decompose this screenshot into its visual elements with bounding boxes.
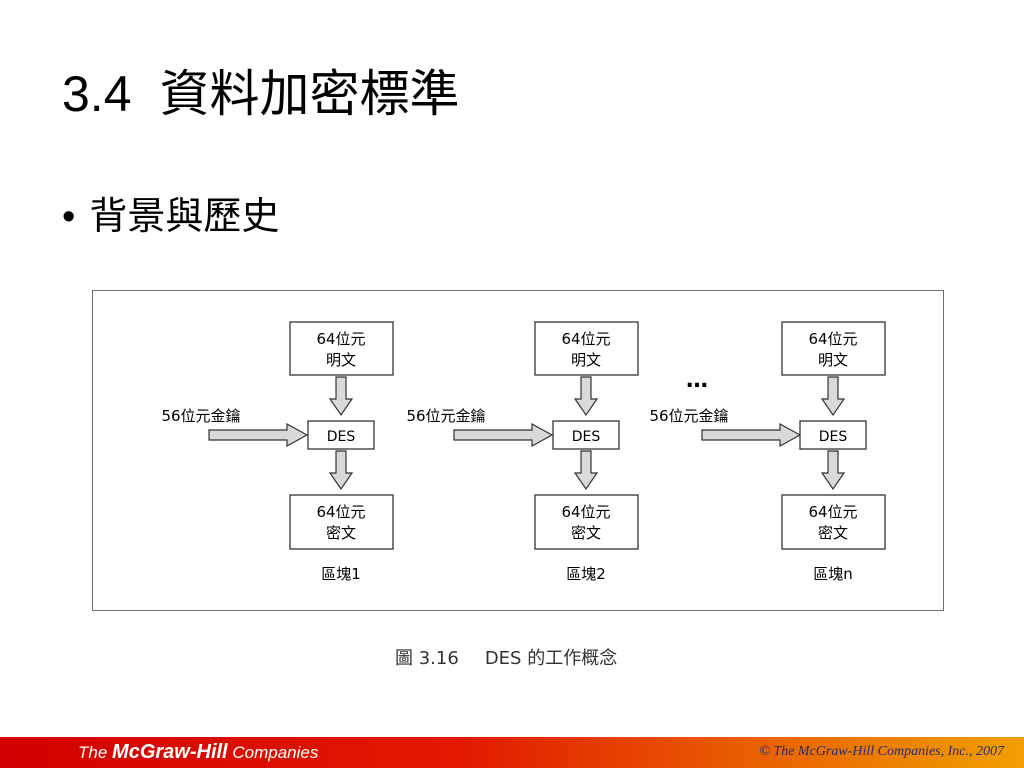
plaintext-line1: 64位元 (808, 330, 857, 348)
down-arrow (329, 376, 353, 416)
down-arrow (821, 376, 845, 416)
key-label: 56位元金鑰 (161, 407, 240, 425)
down-arrow (821, 450, 845, 490)
down-arrow (574, 376, 598, 416)
ciphertext-box (534, 494, 639, 550)
ciphertext-box (781, 494, 886, 550)
des-label: DES (327, 429, 356, 445)
section-number: 3.4 (62, 66, 132, 122)
right-arrow (208, 423, 308, 447)
ciphertext-line2: 密文 (818, 524, 848, 542)
block-label: 區塊2 (566, 565, 606, 583)
ciphertext-line2: 密文 (326, 524, 356, 542)
block-2: 64位元 明文 56位元金鑰 DES 64位元 密文 區塊2 (406, 321, 639, 583)
block-label: 區塊1 (321, 565, 361, 583)
des-box (552, 420, 620, 450)
plaintext-line1: 64位元 (561, 330, 610, 348)
brand-name: McGraw-Hill (112, 741, 228, 763)
slide-title: 3.4 資料加密標準 (62, 58, 460, 130)
caption-text: DES 的工作概念 (484, 648, 618, 669)
down-arrow (574, 450, 598, 490)
caption-number: 圖 3.16 (395, 648, 459, 669)
block-1: 64位元 明文 56位元金鑰 DES 64位元 密文 區塊1 (161, 321, 394, 583)
key-label: 56位元金鑰 (649, 407, 728, 425)
footer-bar: The McGraw-Hill Companies © The McGraw-H… (0, 737, 1024, 768)
ciphertext-line1: 64位元 (316, 503, 365, 521)
block-n: 64位元 明文 56位元金鑰 DES 64位元 密文 區塊n (649, 321, 886, 583)
brand-prefix: The (78, 743, 108, 762)
des-box (799, 420, 867, 450)
plaintext-box (289, 321, 394, 376)
ciphertext-line2: 密文 (571, 524, 601, 542)
plaintext-box (781, 321, 886, 376)
plaintext-line2: 明文 (326, 351, 356, 369)
block-label: 區塊n (813, 565, 853, 583)
des-diagram-canvas: 64位元 明文 56位元金鑰 DES 64位元 密文 區塊1 64位元 明文 5… (161, 321, 886, 583)
bullet-text: 背景與歷史 (89, 194, 280, 238)
bullet-item: • 背景與歷史 (62, 188, 279, 245)
key-label: 56位元金鑰 (406, 407, 485, 425)
des-box (307, 420, 375, 450)
brand-suffix: Companies (232, 743, 319, 762)
right-arrow (453, 423, 553, 447)
ciphertext-line1: 64位元 (808, 503, 857, 521)
plaintext-line2: 明文 (818, 351, 848, 369)
right-arrow (701, 423, 801, 447)
bullet-dot: • (62, 196, 76, 238)
des-label: DES (572, 429, 601, 445)
des-diagram: 64位元 明文 56位元金鑰 DES 64位元 密文 區塊1 64位元 明文 5… (92, 290, 944, 611)
down-arrow (329, 450, 353, 490)
plaintext-line1: 64位元 (316, 330, 365, 348)
copyright-notice: © The McGraw-Hill Companies, Inc., 2007 (759, 744, 1004, 759)
title-text: 資料加密標準 (159, 65, 460, 123)
des-label: DES (819, 429, 848, 445)
ciphertext-line1: 64位元 (561, 503, 610, 521)
ciphertext-box (289, 494, 394, 550)
ellipsis: … (686, 368, 708, 393)
figure-caption: 圖 3.16 DES 的工作概念 (395, 644, 617, 670)
publisher-logo: The McGraw-Hill Companies (78, 741, 318, 764)
plaintext-box (534, 321, 639, 376)
plaintext-line2: 明文 (571, 351, 601, 369)
